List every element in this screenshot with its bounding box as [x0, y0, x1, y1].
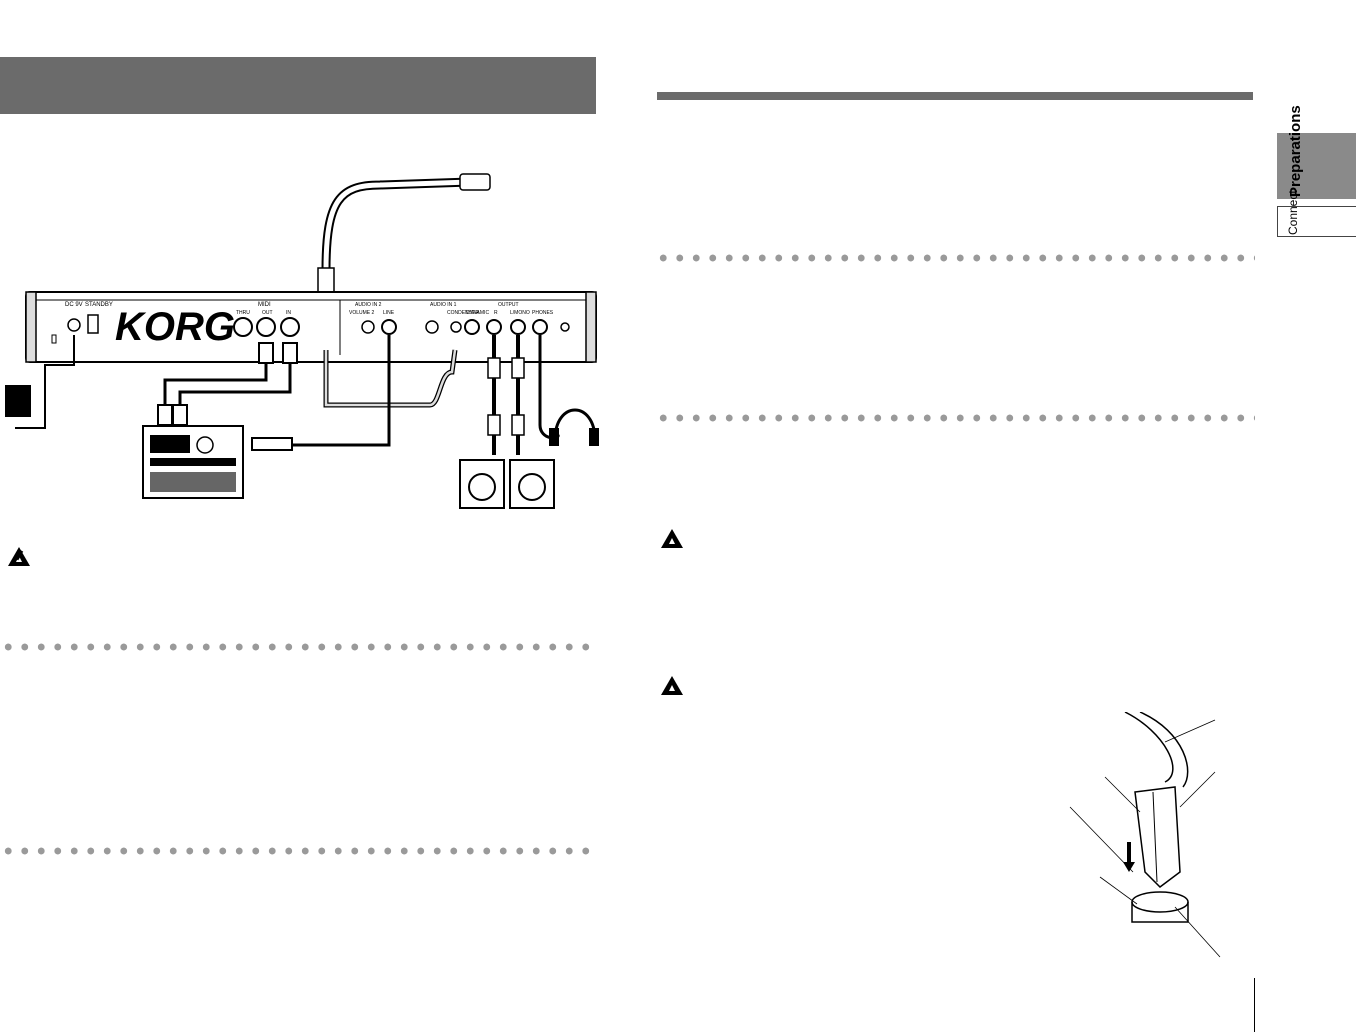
label-volume2: VOLUME 2: [349, 310, 375, 316]
power-adapter-icon: [5, 385, 31, 417]
section-header-bar: [0, 57, 596, 114]
label-thru: THRU: [236, 310, 250, 316]
midi-out-port: [256, 317, 276, 337]
dotted-separator: [0, 643, 597, 651]
tab-connect[interactable]: Connect: [1277, 190, 1356, 237]
page-edge-rule: [1254, 978, 1255, 1032]
label-output: OUTPUT: [498, 302, 519, 308]
caution-icon: [661, 676, 683, 695]
microphone-head-icon: [459, 173, 491, 191]
dotted-separator: [0, 847, 597, 855]
caution-icon: [8, 547, 30, 566]
connection-diagram: KORG DC 9V STANDBY MIDI THRU OUT IN AUDI…: [5, 173, 599, 509]
label-condenser: CONDENSER: [447, 310, 479, 316]
section-header-rule: [657, 92, 1253, 100]
label-standby: STANDBY: [85, 302, 113, 308]
label-out-r: R: [494, 310, 498, 316]
tab-preparations[interactable]: Preparations: [1277, 105, 1356, 199]
dotted-separator: [655, 254, 1255, 262]
midi-in-port: [280, 317, 300, 337]
label-in: IN: [286, 310, 291, 316]
label-dynamic: DYNAMIC: [466, 310, 489, 316]
caution-icon: [661, 529, 683, 548]
label-audio-in1: AUDIO IN 1: [430, 302, 457, 308]
brand-logo: KORG: [115, 305, 235, 349]
label-out: OUT: [262, 310, 273, 316]
label-dc: DC 9V: [65, 302, 83, 308]
tab-preparations-label: Preparations: [1287, 105, 1304, 197]
label-line: LINE: [383, 310, 395, 316]
label-out-l: L/MONO: [510, 310, 530, 316]
dotted-separator: [655, 414, 1255, 422]
tab-connect-label: Connect: [1286, 190, 1300, 235]
label-phones: PHONES: [532, 310, 554, 316]
mic-mount-illustration: [1069, 712, 1221, 958]
label-audio-in2: AUDIO IN 2: [355, 302, 382, 308]
midi-thru-port: [233, 317, 253, 337]
label-midi: MIDI: [258, 302, 271, 308]
